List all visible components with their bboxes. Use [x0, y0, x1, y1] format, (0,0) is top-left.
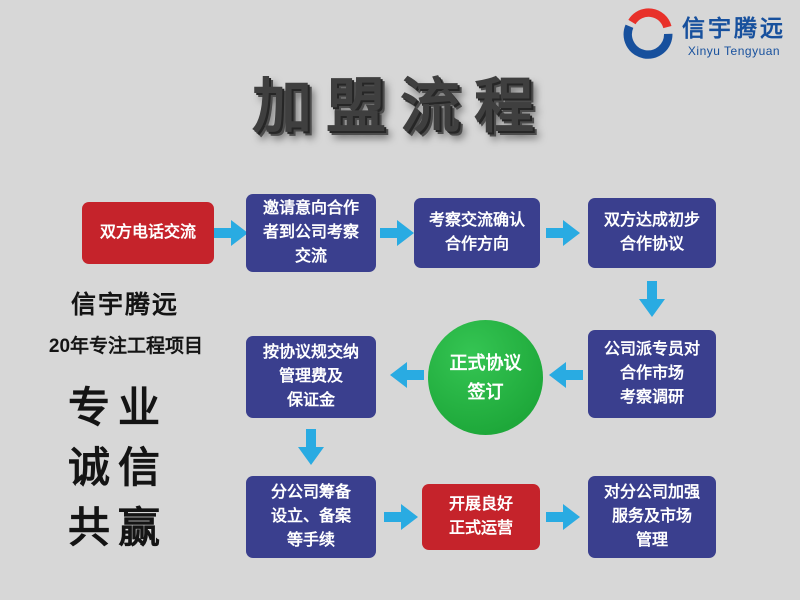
flow-step-initial-agreement: 双方达成初步 合作协议	[588, 198, 716, 268]
value-winwin: 共赢	[67, 504, 168, 551]
arrow-down-icon	[637, 281, 667, 317]
sidebar-brand: 信宇腾远	[70, 291, 179, 319]
arrow-left-icon	[390, 360, 424, 390]
logo-brand-text: 信宇腾远	[682, 14, 786, 41]
arrow-right-icon	[214, 218, 248, 248]
flow-step-invite-visit: 邀请意向合作 者到公司考察 交流	[246, 194, 376, 272]
value-professional: 专业	[67, 384, 168, 431]
flow-step-label: 双方电话交流	[99, 224, 196, 241]
logo-brand-subtitle: Xinyu Tengyuan	[687, 43, 781, 58]
arrow-down-icon	[296, 429, 326, 465]
page-title: 加盟流程	[252, 73, 548, 140]
flow-step-label: 邀请意向合作 者到公司考察 交流	[262, 200, 359, 265]
logo-icon	[621, 6, 675, 60]
flow-step-label: 开展良好 正式运营	[448, 496, 513, 537]
flow-step-branch-setup: 分公司筹备 设立、备案 等手续	[246, 476, 376, 558]
sidebar-tagline: 20年专注工程项目	[48, 336, 204, 357]
flow-step-label: 考察交流确认 合作方向	[428, 212, 525, 253]
arrow-right-icon	[546, 218, 580, 248]
flow-step-market-research: 公司派专员对 合作市场 考察调研	[588, 330, 716, 418]
logo-text: 信宇腾远 Xinyu Tengyuan	[682, 9, 786, 58]
flow-step-label: 双方达成初步 合作协议	[603, 212, 700, 253]
company-logo: 信宇腾远 Xinyu Tengyuan	[621, 6, 786, 60]
arrow-right-icon	[380, 218, 414, 248]
arrow-right-icon	[546, 502, 580, 532]
flow-step-label: 分公司筹备 设立、备案 等手续	[270, 484, 351, 549]
flow-step-label: 按协议规交纳 管理费及 保证金	[262, 344, 359, 409]
flow-step-official-operation: 开展良好 正式运营	[422, 484, 540, 550]
flow-step-sign-agreement: 正式协议 签订	[428, 320, 543, 435]
arrow-right-icon	[384, 502, 418, 532]
flow-step-label: 正式协议 签订	[449, 352, 522, 402]
flow-step-confirm-direction: 考察交流确认 合作方向	[414, 198, 540, 268]
flow-step-label: 公司派专员对 合作市场 考察调研	[603, 341, 700, 406]
flow-step-phone-call: 双方电话交流	[82, 202, 214, 264]
flow-step-ongoing-management: 对分公司加强 服务及市场 管理	[588, 476, 716, 558]
flow-step-pay-fees: 按协议规交纳 管理费及 保证金	[246, 336, 376, 418]
value-integrity: 诚信	[67, 444, 168, 491]
arrow-left-icon	[549, 360, 583, 390]
flow-step-label: 对分公司加强 服务及市场 管理	[603, 484, 700, 549]
